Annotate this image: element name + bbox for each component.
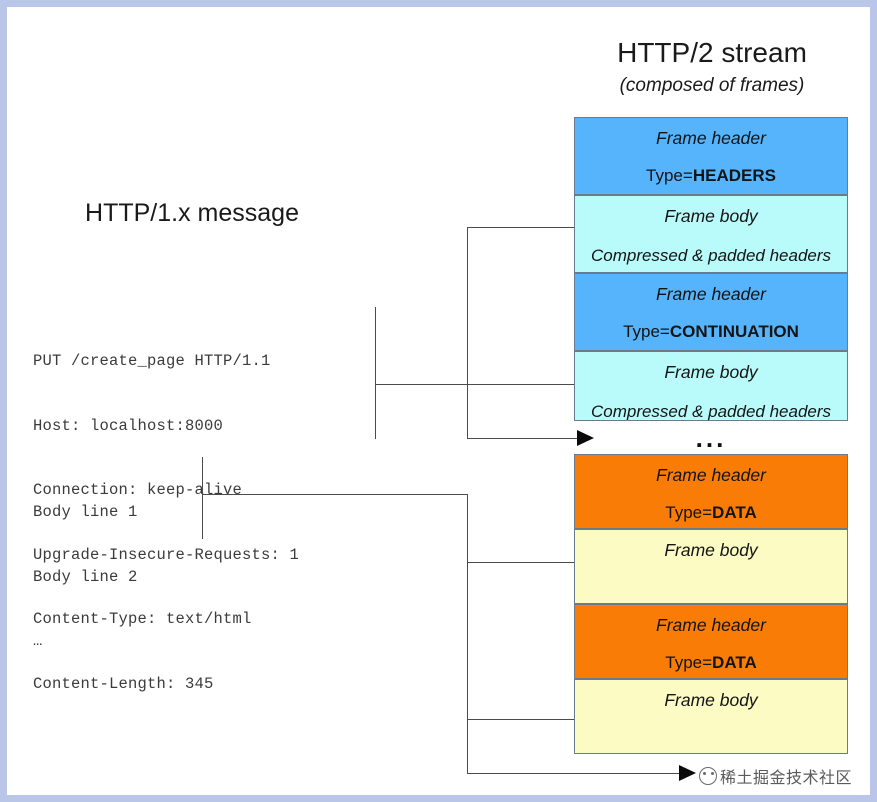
frame-data-body-1[interactable]: Frame body	[574, 529, 848, 604]
face-circle-icon	[699, 767, 717, 785]
headers-stem-line	[375, 384, 468, 385]
body-stem-line	[202, 494, 468, 495]
body-branch-line-3	[467, 773, 682, 774]
body-bracket-line	[202, 457, 203, 539]
http-header-line: Content-Length: 345	[33, 674, 214, 693]
headers-branch-line-2	[467, 384, 579, 385]
http-header-line: Upgrade-Insecure-Requests: 1	[33, 545, 300, 564]
frame-header-label: Frame header	[656, 465, 766, 485]
stream-subtitle: (composed of frames)	[619, 75, 805, 96]
frame-type-name: CONTINUATION	[669, 322, 799, 341]
frame-type-name: DATA	[712, 503, 757, 522]
arrow-to-more-header-frames	[577, 430, 594, 446]
http-request-headers: PUT /create_page HTTP/1.1 Host: localhos…	[33, 308, 299, 738]
watermark: 稀土掘金技术社区	[699, 764, 852, 788]
frame-data-header-1[interactable]: Frame header Type=DATA	[574, 454, 848, 529]
frame-header-label: Frame header	[656, 615, 766, 635]
headers-branch-line-3	[467, 438, 579, 439]
headers-branch-line-1	[467, 227, 579, 228]
watermark-text: 稀土掘金技术社区	[720, 768, 853, 787]
frame-type-prefix: Type=	[665, 503, 713, 522]
frame-data-body-2[interactable]: Frame body	[574, 679, 848, 754]
frame-type-prefix: Type=	[623, 322, 670, 341]
headers-bracket-line	[375, 307, 376, 439]
http-header-line: PUT /create_page HTTP/1.1	[33, 352, 271, 370]
diagram-canvas: HTTP/2 stream (composed of frames) HTTP/…	[7, 7, 870, 795]
frame-headers-body[interactable]: Frame body Compressed & padded headers	[574, 195, 848, 273]
stream-title: HTTP/2 stream	[617, 37, 807, 68]
frame-body-detail: Compressed & padded headers	[590, 246, 832, 265]
frame-type-name: DATA	[712, 653, 757, 672]
frame-headers-header[interactable]: Frame header Type=HEADERS	[574, 117, 848, 195]
frame-type-prefix: Type=	[665, 653, 713, 672]
frame-continuation-body[interactable]: Frame body Compressed & padded headers	[574, 351, 848, 421]
frame-body-label: Frame body	[664, 362, 758, 382]
body-branch-line-1	[467, 562, 579, 563]
frame-type-prefix: Type=	[646, 166, 693, 185]
frame-body-label: Frame body	[664, 540, 758, 560]
frame-type-data-1: Type=DATA	[665, 503, 757, 523]
frame-continuation-header[interactable]: Frame header Type=CONTINUATION	[574, 273, 848, 351]
frame-header-label: Frame header	[656, 284, 766, 304]
message-title: HTTP/1.x message	[85, 199, 299, 227]
arrow-to-more-data-frames	[679, 765, 696, 781]
frame-body-label: Frame body	[664, 690, 758, 710]
frame-header-label: Frame header	[656, 128, 766, 148]
frame-type-continuation: Type=CONTINUATION	[623, 322, 799, 342]
http-request-body: Body line 1 Body line 2 …	[33, 459, 138, 696]
http-header-line: Content-Type: text/html	[33, 610, 252, 628]
headers-spine-line	[467, 227, 468, 439]
http-body-line: Body line 1	[33, 503, 138, 521]
frame-type-data-2: Type=DATA	[665, 653, 757, 673]
frame-type-name: HEADERS	[692, 166, 776, 185]
http-body-line: Body line 2	[33, 567, 138, 586]
frames-ellipsis: ...	[695, 423, 727, 453]
http-header-line: Host: localhost:8000	[33, 416, 224, 435]
frame-body-detail: Compressed & padded headers	[590, 402, 832, 421]
frame-body-label: Frame body	[664, 206, 758, 226]
body-branch-line-2	[467, 719, 579, 720]
frame-type-headers: Type=HEADERS	[646, 166, 776, 186]
body-spine-line	[467, 494, 468, 774]
frame-data-header-2[interactable]: Frame header Type=DATA	[574, 604, 848, 679]
http-body-line: …	[33, 632, 43, 650]
